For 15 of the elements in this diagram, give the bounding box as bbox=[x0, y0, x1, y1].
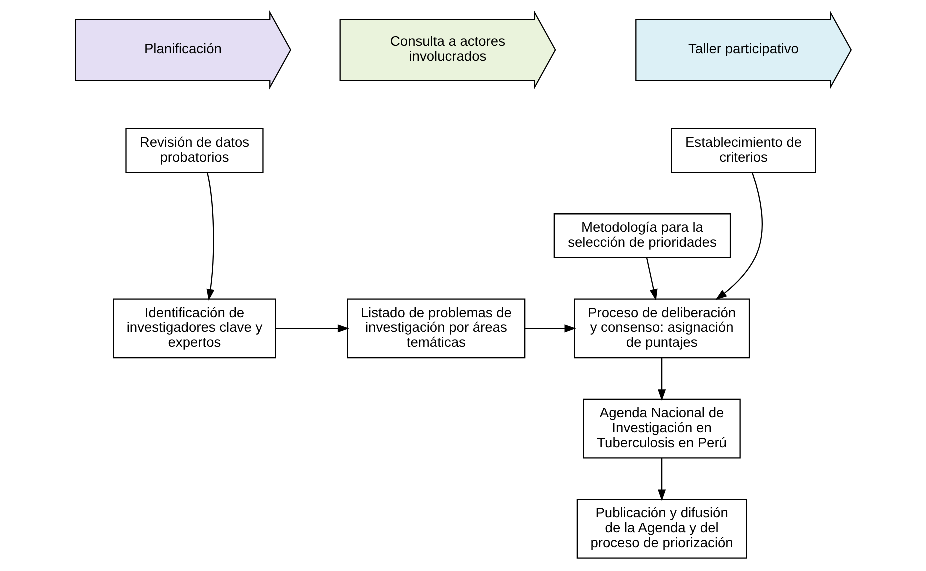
arrow bbox=[206, 172, 214, 301]
node-box: Establecimiento de criterios bbox=[670, 128, 816, 174]
arrow bbox=[646, 258, 658, 301]
arrow bbox=[658, 358, 666, 402]
node-box: Metodología para la selección de prioridades bbox=[553, 214, 731, 258]
node-box: Listado de problemas de investigación por áreas temáticas bbox=[346, 298, 526, 359]
arrow bbox=[715, 172, 762, 300]
node-box: Agenda Nacional de Investigación en Tuberculosis en Perú bbox=[582, 398, 740, 459]
node-box: Proceso de deliberación y consenso: asignación de puntajes bbox=[574, 298, 750, 359]
arrow bbox=[275, 324, 349, 333]
node-box: Publicación y difusión de la Agenda y del proceso de priorización bbox=[576, 499, 747, 559]
arrow bbox=[658, 458, 666, 502]
node-box: Identificación de investigadores clave y expertos bbox=[112, 298, 276, 359]
arrow bbox=[524, 324, 576, 333]
node-box: Revisión de datos probatorios bbox=[125, 128, 264, 174]
